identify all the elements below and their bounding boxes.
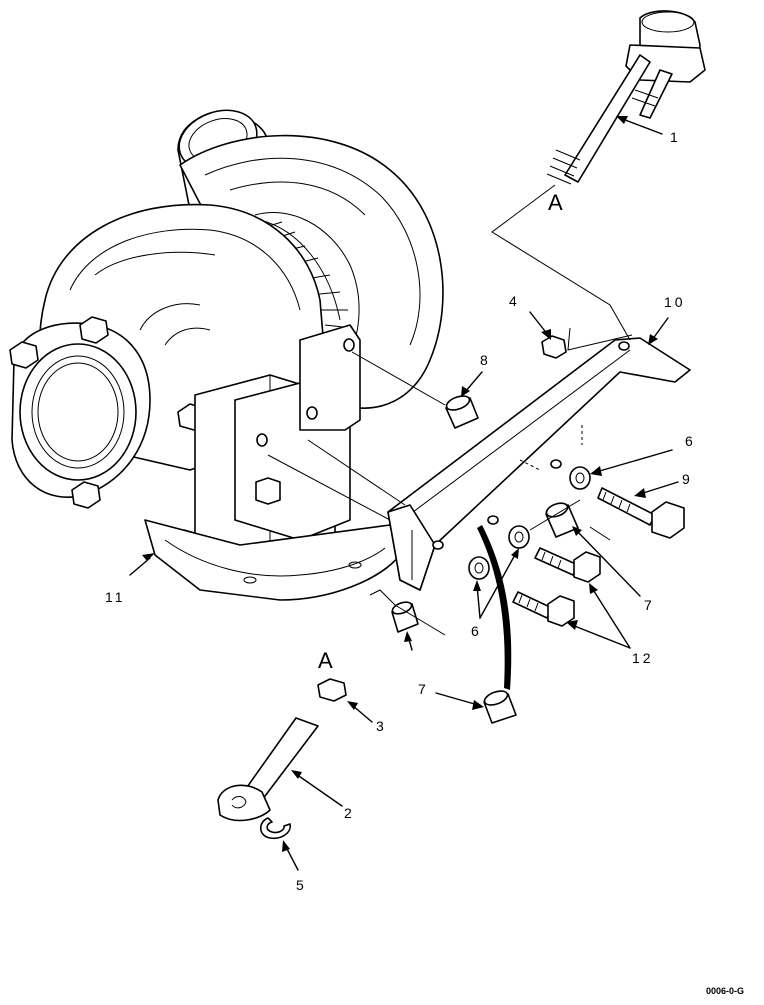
figure-code: 0006-0-G: [706, 986, 744, 996]
turbocharger: [9, 109, 444, 601]
washers-6: [468, 466, 591, 580]
callout-5: 5: [296, 877, 304, 893]
bolt-9: [597, 487, 685, 539]
callout-6-bottom: 6: [471, 623, 479, 639]
nut-4: [541, 335, 567, 359]
callout-6-top: 6: [685, 433, 693, 449]
leader-lines: [267, 184, 633, 636]
callout-8: 8: [480, 352, 488, 368]
nut-3: [317, 678, 347, 702]
spacer-7-right: [545, 502, 579, 538]
clip-5: [259, 817, 292, 840]
callout-labels: 1 4 10 8 6 9 11 7 6 12 7 3 2 5: [105, 129, 693, 893]
callout-1: 1: [670, 129, 678, 145]
callout-9: 9: [682, 471, 690, 487]
callout-10: 10: [664, 294, 686, 310]
callout-12: 12: [632, 650, 654, 666]
callout-3: 3: [376, 718, 384, 734]
actuator: [546, 10, 706, 185]
bracket: [387, 337, 691, 591]
view-letter-top: A: [548, 190, 563, 215]
callout-2: 2: [344, 805, 352, 821]
spacer-8: [445, 395, 479, 429]
callout-4: 4: [509, 293, 517, 309]
rod-end-2: [217, 717, 319, 822]
bolts-12: [512, 547, 601, 627]
spacer-7-lower: [391, 601, 517, 724]
callout-11: 11: [105, 589, 126, 605]
callout-7-right: 7: [644, 597, 652, 613]
callout-7-lower: 7: [418, 681, 426, 697]
callout-arrows: [129, 116, 679, 871]
view-letter-bottom: A: [318, 648, 333, 673]
